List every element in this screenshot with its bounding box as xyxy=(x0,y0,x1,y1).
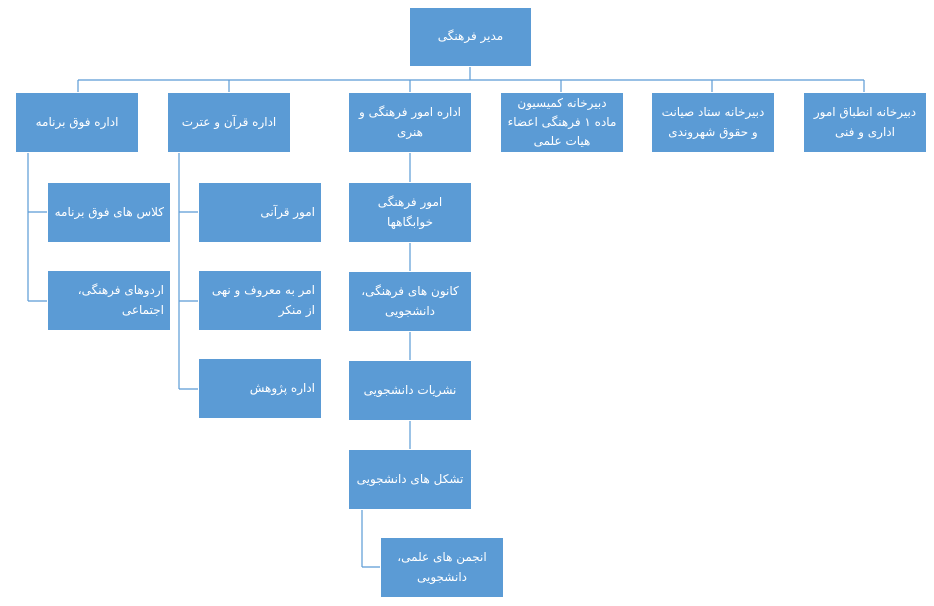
chain-box-1: امور فرهنگی خوابگاهها xyxy=(348,182,472,243)
programs-child-box-1: کلاس های فوق برنامه xyxy=(47,182,171,243)
chain-box-4: تشکل های دانشجویی xyxy=(348,449,472,510)
dept-programs-box: اداره فوق برنامه xyxy=(15,92,139,153)
dept-cultural-arts-box: اداره امور فرهنگی و هنری xyxy=(348,92,472,153)
chain-box-3: نشریات دانشجویی xyxy=(348,360,472,421)
dept-compliance-box: دبیرخانه انطباق امور اداری و فنی xyxy=(803,92,927,153)
quran-child-box-1: امور قرآنی xyxy=(198,182,322,243)
chain-child-box: انجمن های علمی، دانشجویی xyxy=(380,537,504,598)
programs-child-box-2: اردوهای فرهنگی، اجتماعی xyxy=(47,270,171,331)
dept-commission-box: دبیرخانه کمیسیون ماده ۱ فرهنگی اعضاء هیا… xyxy=(500,92,624,153)
dept-quran-box: اداره قرآن و عترت xyxy=(167,92,291,153)
quran-child-box-3: اداره پژوهش xyxy=(198,358,322,419)
dept-rights-box: دبیرخانه ستاد صیانت و حقوق شهروندی xyxy=(651,92,775,153)
root-box: مدیر فرهنگی xyxy=(409,7,532,67)
quran-child-box-2: امر به معروف و نهی از منکر xyxy=(198,270,322,331)
chain-box-2: کانون های فرهنگی، دانشجویی xyxy=(348,271,472,332)
